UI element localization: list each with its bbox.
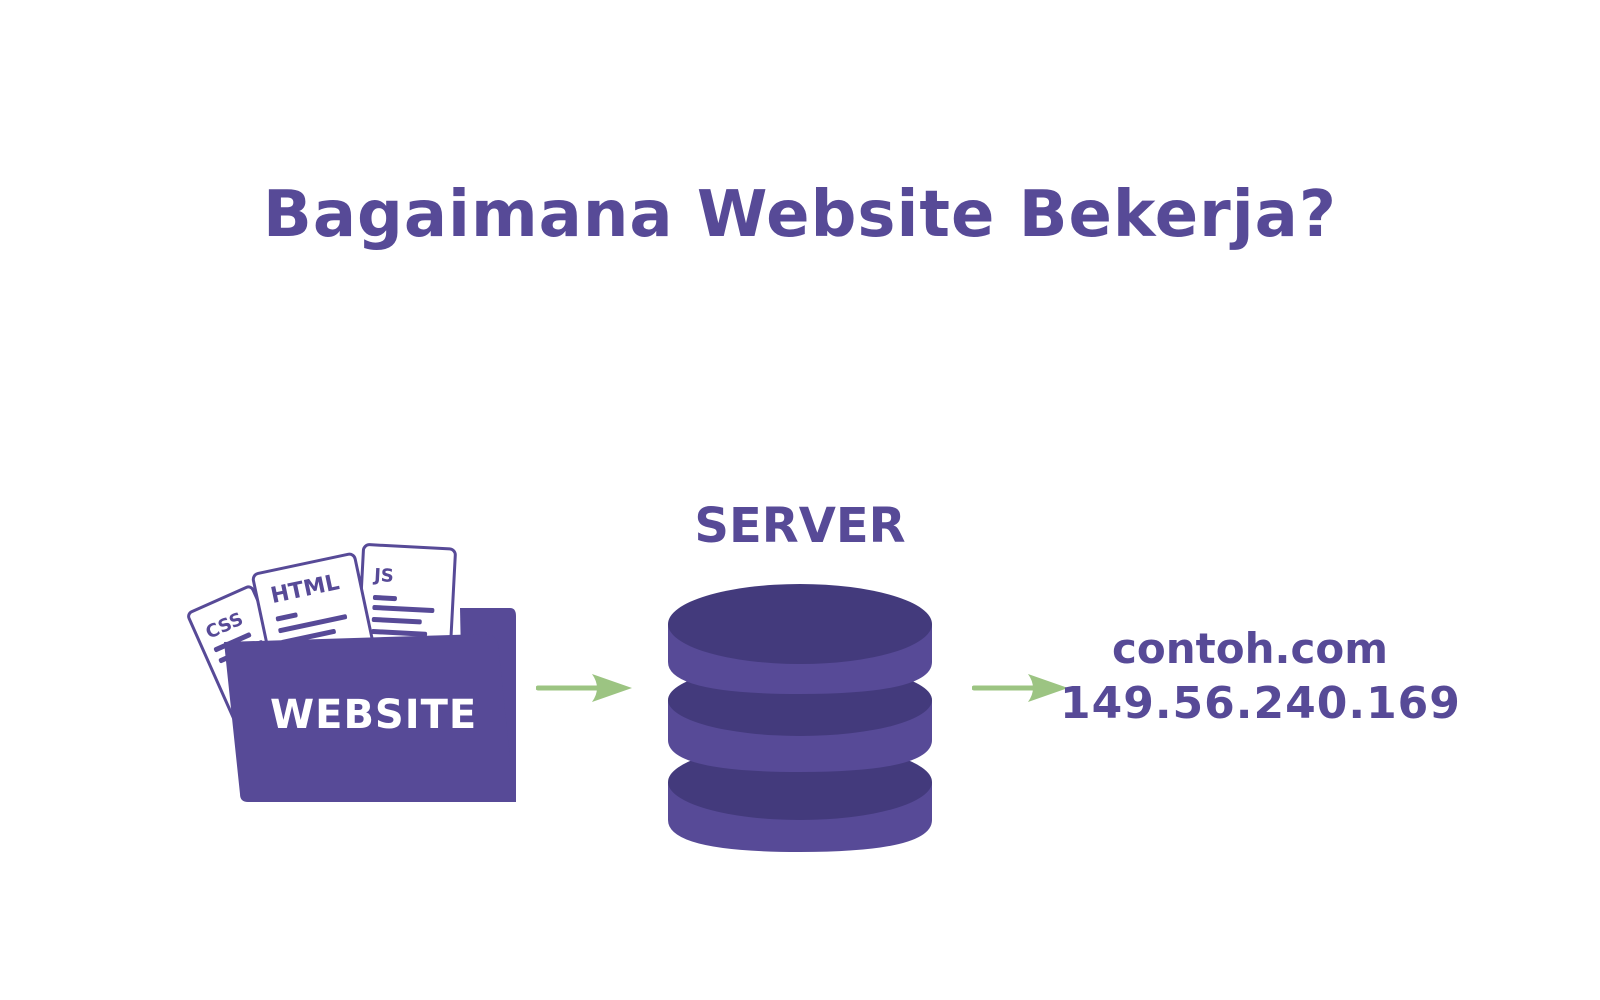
- website-folder-illustration: CSS JS HTML WEBSITE: [187, 543, 516, 802]
- database-icon: [668, 584, 932, 852]
- server-database: [668, 582, 932, 872]
- website-folder-label: WEBSITE: [270, 692, 477, 738]
- domain-info: contoh.com 149.56.240.169: [1060, 622, 1461, 732]
- domain-name: contoh.com: [1112, 624, 1388, 673]
- arrow-right-icon-2: [972, 674, 1068, 702]
- server-label: SERVER: [694, 498, 906, 554]
- ip-address: 149.56.240.169: [1060, 678, 1461, 729]
- website-folder: CSS JS HTML WEBSITE: [184, 538, 532, 832]
- js-file-label: JS: [372, 565, 395, 587]
- page-title: Bagaimana Website Bekerja?: [263, 178, 1337, 252]
- arrow-right-icon: [536, 674, 632, 702]
